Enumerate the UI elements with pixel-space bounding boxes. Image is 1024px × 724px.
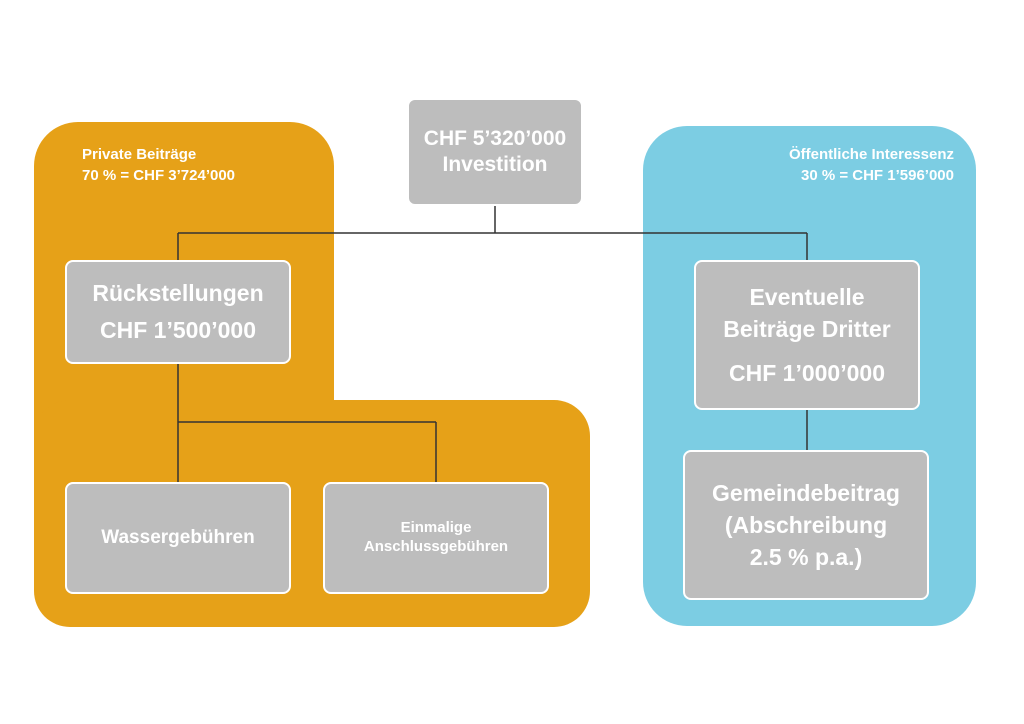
- water-fees-label: Wassergebühren: [101, 527, 255, 549]
- reserves-amount: CHF 1’500’000: [100, 317, 256, 343]
- third-party-box: Eventuelle Beiträge Dritter CHF 1’000’00…: [694, 260, 920, 410]
- public-title: Öffentliche Interessenz: [788, 146, 954, 163]
- third-party-line1: Eventuelle: [749, 283, 865, 310]
- private-header: Private Beiträge 70 % = CHF 3’724’000: [82, 144, 235, 186]
- public-header: Öffentliche Interessenz 30 % = CHF 1’596…: [789, 144, 954, 186]
- municipal-line3: 2.5 % p.a.): [749, 544, 863, 571]
- investment-amount: CHF 5’320’000: [423, 126, 567, 150]
- connection-fees-line1: Einmalige: [400, 519, 472, 537]
- public-share: 30 % = CHF 1’596’000: [800, 167, 954, 184]
- private-title: Private Beiträge: [82, 146, 197, 163]
- reserves-title: Rückstellungen: [92, 280, 264, 307]
- investment-label: Investition: [442, 153, 548, 176]
- municipal-line1: Gemeindebeitrag: [712, 479, 900, 506]
- municipal-line2: (Abschreibung: [724, 511, 888, 538]
- connection-fees-box: Einmalige Anschlussgebühren: [323, 482, 549, 594]
- water-fees-box: Wassergebühren: [65, 482, 291, 594]
- third-party-line2: Beiträge Dritter: [723, 315, 891, 342]
- investment-box: CHF 5’320’000 Investition: [407, 98, 583, 206]
- municipal-box: Gemeindebeitrag (Abschreibung 2.5 % p.a.…: [683, 450, 929, 600]
- third-party-amount: CHF 1’000’000: [729, 360, 885, 387]
- connection-fees-line2: Anschlussgebühren: [363, 538, 509, 555]
- reserves-box: Rückstellungen CHF 1’500’000: [65, 260, 291, 364]
- private-share: 70 % = CHF 3’724’000: [82, 167, 236, 184]
